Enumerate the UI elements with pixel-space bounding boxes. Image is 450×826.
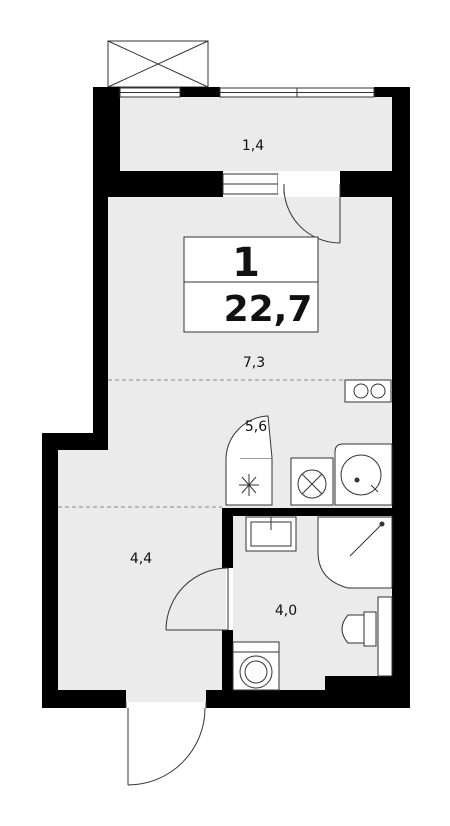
badge-frame <box>183 236 319 333</box>
balcony-railing <box>107 40 209 94</box>
living-area-label: 7,3 <box>243 355 265 371</box>
bathroom-cabinet <box>377 596 393 677</box>
fridge-icon <box>225 415 273 506</box>
kitchen-fixtures <box>225 379 393 506</box>
balcony-door-frame <box>278 174 340 194</box>
windows <box>119 87 375 195</box>
bathroom-area-label: 4,0 <box>275 603 297 619</box>
walls <box>42 87 410 708</box>
room-count: 1 <box>232 240 260 286</box>
bathroom-fixtures <box>232 516 393 691</box>
hob-icon <box>344 379 392 403</box>
kitchen-area-label: 5,6 <box>245 419 267 435</box>
doors <box>125 183 341 786</box>
total-area: 22,7 <box>224 289 313 330</box>
hallway-area-label: 4,4 <box>130 551 152 567</box>
washbasin-icon <box>245 516 297 552</box>
shower-icon <box>317 516 393 589</box>
oven-icon <box>290 457 334 506</box>
washing-machine-icon <box>232 641 280 691</box>
balcony-floor <box>120 97 392 171</box>
room-labels: 1,4 7,3 5,6 4,4 4,0 <box>130 138 297 619</box>
zone-dividers <box>58 379 345 508</box>
toilet-icon <box>341 611 377 647</box>
kitchen-sink-icon <box>334 443 393 506</box>
balcony-area-label: 1,4 <box>242 138 264 154</box>
apartment-badge: 1 22,7 <box>183 236 319 333</box>
entry-gap-floor <box>126 690 206 702</box>
